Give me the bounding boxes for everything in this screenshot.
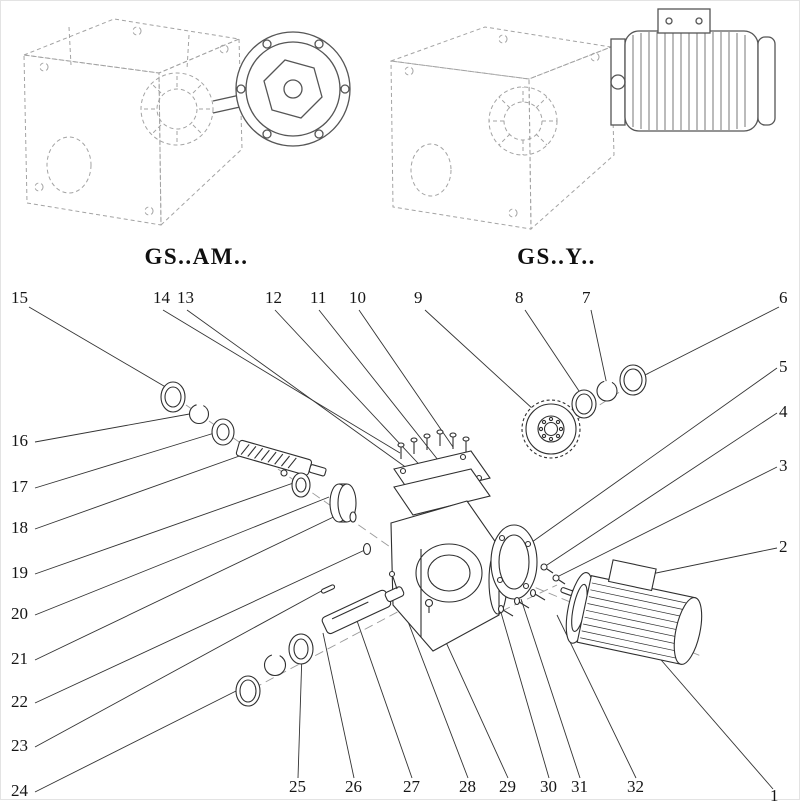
- part-callout-26: 26: [345, 777, 362, 796]
- housing-plug: [424, 598, 434, 613]
- part-callout-15: 15: [11, 288, 28, 307]
- variant-label-gs-y: GS..Y..: [517, 244, 596, 269]
- gear-washer: [571, 389, 597, 419]
- motor-fins: [632, 32, 746, 130]
- part-callout-3: 3: [779, 456, 788, 475]
- output-shaft: [321, 586, 405, 635]
- housing-screw: [388, 570, 398, 590]
- input-seal-ring: [160, 381, 186, 413]
- part-callout-24: 24: [11, 781, 28, 800]
- output-bearing: [288, 633, 314, 665]
- part-callout-17: 17: [11, 477, 28, 496]
- gear-snap-ring: [596, 380, 618, 402]
- output-seal-ring: [235, 675, 261, 707]
- shaft-pin: [320, 584, 336, 594]
- gearbox-flange-sketch: [22, 18, 351, 227]
- motor-fins: [580, 582, 692, 660]
- variant-label-gs-am: GS..AM..: [144, 244, 249, 269]
- part-callout-6: 6: [779, 288, 788, 307]
- part-callout-8: 8: [515, 288, 524, 307]
- part-callout-30: 30: [540, 777, 557, 796]
- part-callout-4: 4: [779, 402, 788, 421]
- worm-bearing: [291, 472, 311, 498]
- motor-bolts: [497, 588, 546, 617]
- part-callout-12: 12: [265, 288, 282, 307]
- worm-shaft: [235, 439, 327, 477]
- part-callout-16: 16: [11, 431, 28, 450]
- part-callout-2: 2: [779, 537, 788, 556]
- output-flange-sketch: [212, 31, 351, 147]
- part-callout-18: 18: [11, 518, 28, 537]
- output-snap-ring: [263, 653, 287, 677]
- gear-seal-ring: [619, 364, 647, 396]
- part-callout-23: 23: [11, 736, 28, 755]
- motor-sketch: [610, 8, 776, 132]
- part-callout-9: 9: [414, 288, 423, 307]
- gearbox-housing: [390, 500, 508, 652]
- part-callout-32: 32: [627, 777, 644, 796]
- part-callout-31: 31: [571, 777, 588, 796]
- part-callout-13: 13: [177, 288, 194, 307]
- flange-cover: [490, 524, 538, 600]
- part-callout-11: 11: [310, 288, 327, 307]
- part-callout-1: 1: [770, 786, 779, 805]
- part-callout-10: 10: [349, 288, 366, 307]
- helical-gear: [521, 399, 581, 459]
- input-bearing: [211, 418, 235, 446]
- gearbox-motor-sketch: [390, 8, 776, 231]
- part-callout-20: 20: [11, 604, 28, 623]
- part-callout-21: 21: [11, 649, 28, 668]
- cover-screws: [397, 429, 470, 459]
- cover-gasket: [393, 468, 491, 516]
- part-callout-14: 14: [153, 288, 170, 307]
- small-plug: [362, 542, 372, 556]
- part-callout-19: 19: [11, 563, 28, 582]
- flange-screws: [540, 563, 566, 585]
- input-retaining-ring: [188, 403, 210, 425]
- part-callout-5: 5: [779, 357, 788, 376]
- part-callout-29: 29: [499, 777, 516, 796]
- spacer-pin: [280, 469, 288, 477]
- part-callout-25: 25: [289, 777, 306, 796]
- exploded-parts: [160, 364, 703, 707]
- leader-lines: [28, 306, 780, 793]
- part-callout-7: 7: [582, 288, 591, 307]
- motor: [565, 559, 703, 665]
- part-callout-27: 27: [403, 777, 420, 796]
- part-callout-22: 22: [11, 692, 28, 711]
- part-callout-28: 28: [459, 777, 476, 796]
- small-shim: [349, 511, 357, 523]
